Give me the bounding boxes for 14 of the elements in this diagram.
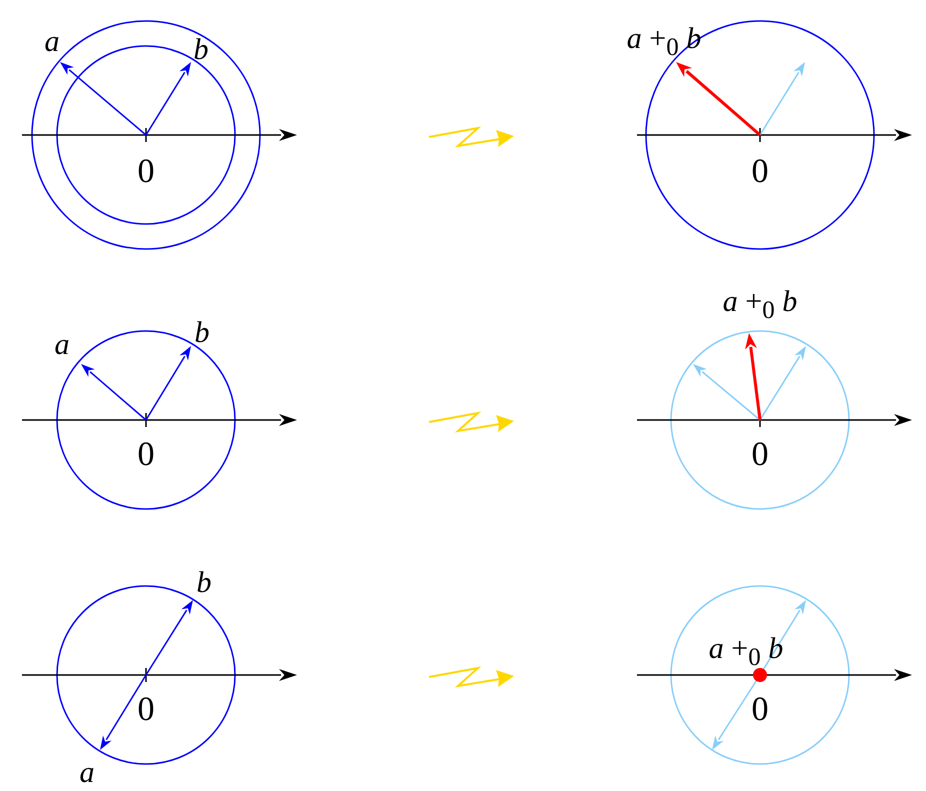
vector-label: a [80, 758, 94, 788]
origin-label: 0 [752, 155, 768, 189]
vector-label: a [44, 27, 60, 57]
origin-label: 0 [138, 438, 154, 472]
origin-label: 0 [752, 693, 768, 727]
vector-label: a [54, 330, 70, 360]
sum-label: a +$_{0}$ b [722, 287, 798, 323]
origin-label: 0 [138, 693, 154, 727]
sum-label: a +$_{0}$ b [708, 634, 784, 670]
vector-label: b [196, 568, 212, 598]
origin-label: 0 [752, 438, 768, 472]
vector-label: b [194, 318, 210, 348]
vector-label: b [194, 35, 208, 65]
origin-label: 0 [138, 155, 154, 189]
